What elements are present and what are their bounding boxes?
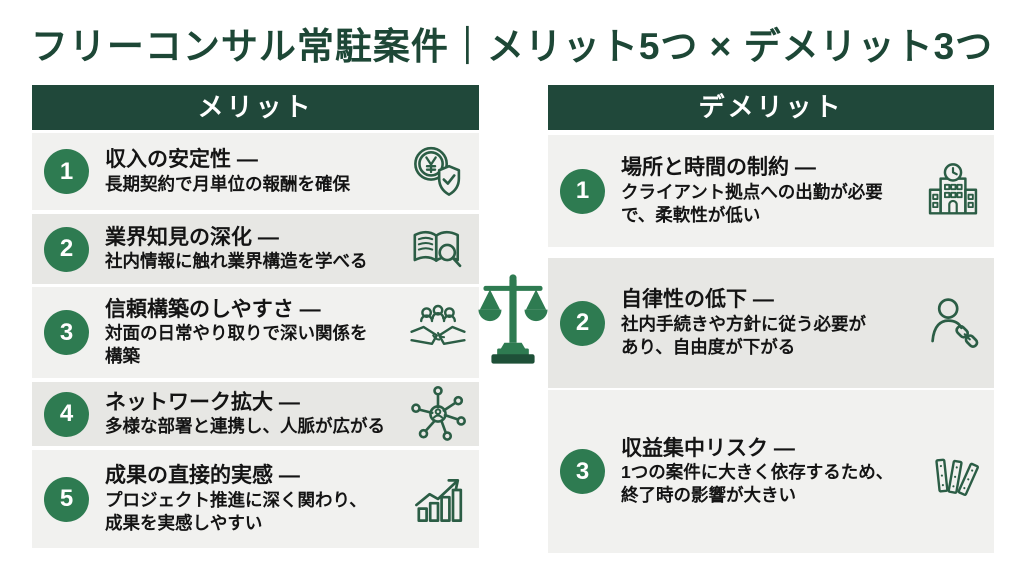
demerit-2-number-badge: 2 — [560, 300, 605, 346]
book-magnifier-icon — [405, 220, 471, 278]
demerit-3-desc: 1つの案件に大きく依存するため、終了時の影響が大きい — [621, 462, 894, 506]
merit-item-3: 3 信頼構築のしやすさ — 対面の日常やり取りで深い関係を構築 — [32, 287, 479, 378]
merit-3-text: 信頼構築のしやすさ — 対面の日常やり取りで深い関係を構築 — [89, 297, 405, 368]
handshake-icon — [405, 303, 471, 363]
page-title: フリーコンサル常駐案件｜メリット5つ × デメリット3つ — [30, 26, 994, 67]
demerits-panel: デメリット 1 場所と時間の制約 — クライアント拠点への出勤が必要で、柔軟性が… — [548, 85, 994, 553]
merit-item-5: 5 成果の直接的実感 — プロジェクト推進に深く関わり、成果を実感しやすい — [32, 450, 479, 548]
merit-item-1: 1 収入の安定性 — 長期契約で月単位の報酬を確保 — [32, 133, 479, 210]
demerit-3-title: 収益集中リスク — — [621, 436, 795, 460]
merit-4-text: ネットワーク拡大 — 多様な部署と連携し、人脈が広がる — [89, 390, 405, 438]
merit-4-desc: 多様な部署と連携し、人脈が広がる — [105, 416, 385, 437]
person-link-icon — [920, 292, 986, 354]
merit-item-4: 4 ネットワーク拡大 — 多様な部署と連携し、人脈が広がる — [32, 382, 479, 446]
demerit-1-text: 場所と時間の制約 — クライアント拠点への出勤が必要で、柔軟性が低い — [605, 155, 920, 226]
merit-3-number-badge: 3 — [44, 310, 89, 355]
merit-2-number-badge: 2 — [44, 226, 89, 272]
demerit-1-title: 場所と時間の制約 — — [621, 156, 816, 180]
growth-chart-icon — [405, 469, 471, 529]
merit-2-text: 業界知見の深化 — 社内情報に触れ業界構造を学べる — [89, 225, 405, 273]
merit-2-desc: 社内情報に触れ業界構造を学べる — [105, 251, 368, 272]
merit-4-title: ネットワーク拡大 — — [105, 390, 300, 414]
demerit-3-number-badge: 3 — [560, 449, 605, 494]
demerit-item-2: 2 自律性の低下 — 社内手続きや方針に従う必要があり、自由度が下がる — [548, 258, 994, 388]
merit-3-title: 信頼構築のしやすさ — — [105, 297, 321, 321]
demerit-1-desc: クライアント拠点への出勤が必要で、柔軟性が低い — [621, 181, 883, 225]
merit-5-desc: プロジェクト推進に深く関わり、成果を実感しやすい — [105, 489, 367, 533]
merit-item-2: 2 業界知見の深化 — 社内情報に触れ業界構造を学べる — [32, 214, 479, 284]
balance-scale-icon — [477, 272, 549, 366]
demerit-1-number-badge: 1 — [560, 168, 605, 214]
yen-shield-icon — [405, 143, 471, 201]
demerit-2-text: 自律性の低下 — 社内手続きや方針に従う必要があり、自由度が下がる — [605, 287, 920, 358]
merits-panel: メリット 1 収入の安定性 — 長期契約で月単位の報酬を確保 2 業界知見の深 — [32, 85, 479, 548]
merit-5-number-badge: 5 — [44, 476, 89, 522]
demerit-3-text: 収益集中リスク — 1つの案件に大きく依存するため、終了時の影響が大きい — [605, 436, 920, 507]
demerit-item-1: 1 場所と時間の制約 — クライアント拠点への出勤が必要で、柔軟性が低い — [548, 135, 994, 247]
merit-1-number-badge: 1 — [44, 149, 89, 194]
demerit-2-title: 自律性の低下 — — [621, 288, 774, 312]
merit-1-text: 収入の安定性 — 長期契約で月単位の報酬を確保 — [89, 147, 405, 195]
network-icon — [405, 385, 471, 443]
demerit-item-3: 3 収益集中リスク — 1つの案件に大きく依存するため、終了時の影響が大きい — [548, 390, 994, 553]
building-clock-icon — [920, 160, 986, 222]
merit-4-number-badge: 4 — [44, 391, 89, 437]
demerit-2-desc: 社内手続きや方針に従う必要があり、自由度が下がる — [621, 313, 866, 357]
merit-5-title: 成果の直接的実感 — — [105, 464, 300, 488]
merit-1-title: 収入の安定性 — — [105, 148, 258, 172]
merit-5-text: 成果の直接的実感 — プロジェクト推進に深く関わり、成果を実感しやすい — [89, 463, 405, 534]
merit-3-desc: 対面の日常やり取りで深い関係を構築 — [105, 323, 368, 367]
merits-header: メリット — [32, 85, 479, 130]
merit-2-title: 業界知見の深化 — — [105, 225, 279, 249]
demerits-header: デメリット — [548, 85, 994, 130]
dominoes-icon — [920, 442, 986, 502]
merit-1-desc: 長期契約で月単位の報酬を確保 — [105, 173, 350, 194]
